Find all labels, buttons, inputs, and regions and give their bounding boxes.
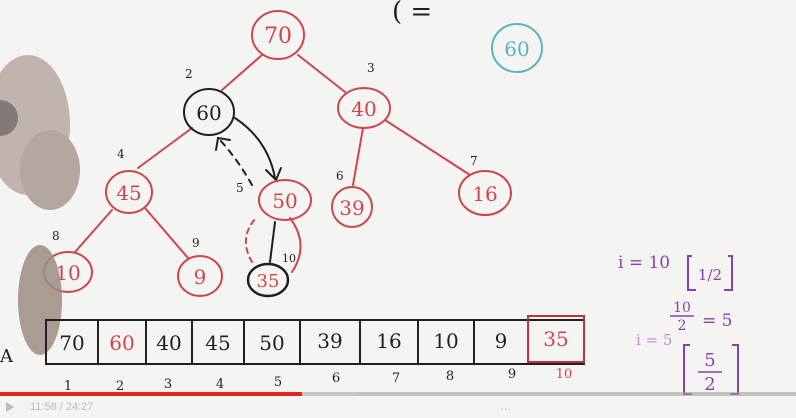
array-cell: 10 [433, 329, 458, 353]
tree-node-39: 39 6 [331, 169, 373, 228]
heap-array: A 70 60 40 45 50 39 16 10 9 35 1 2 3 4 5… [0, 315, 585, 394]
tree-node-70: 70 [251, 10, 305, 60]
video-controls: 11:58 / 24:27 … [0, 398, 796, 418]
node-index: 9 [192, 236, 200, 250]
node-value: 35 [257, 271, 280, 292]
note-line-1: i = 10 [618, 253, 670, 273]
array-index: 6 [332, 371, 340, 386]
inserted-value-circle: 60 [491, 23, 543, 73]
array-cell: 45 [205, 331, 230, 355]
node-value: 60 [196, 101, 221, 125]
tree-node-35: 35 10 [246, 252, 296, 298]
node-value: 16 [472, 182, 497, 206]
swap-arrow-right [289, 217, 302, 273]
tree-edges [74, 54, 471, 259]
note-result: = 5 [702, 311, 732, 331]
note-floor-1: 1/2 [698, 266, 722, 284]
edge-45-10 [74, 209, 113, 253]
edge-40-16 [384, 119, 471, 176]
inserted-value: 60 [504, 37, 529, 61]
swap-arrow-down-head [265, 167, 282, 182]
video-progress-fill [0, 392, 303, 396]
node-value: 70 [264, 24, 292, 49]
edge-40-39 [352, 127, 364, 186]
array-cell: 35 [543, 327, 568, 351]
index-notes: i = 10 1/2 10 2 = 5 i = 5 5 2 [618, 253, 739, 395]
note-fraction-den: 2 [678, 318, 687, 334]
node-index: 2 [185, 67, 193, 81]
tree-node-45: 45 4 [105, 147, 153, 214]
array-cell: 16 [376, 329, 401, 353]
swap-arrow-up-head [215, 136, 231, 151]
node-value: 50 [272, 189, 297, 213]
node-value: 9 [194, 265, 207, 289]
array-cell: 40 [156, 331, 181, 355]
array-index: 1 [64, 379, 72, 394]
node-value: 40 [351, 97, 376, 121]
edge-50-35 [269, 221, 276, 263]
array-index: 4 [216, 377, 224, 392]
tree-node-9: 9 9 [177, 236, 223, 297]
array-index: 8 [446, 369, 454, 384]
node-index: 8 [52, 229, 60, 243]
array-cell: 39 [317, 329, 342, 353]
node-value: 45 [116, 181, 141, 205]
tree-node-40: 40 3 [337, 61, 391, 129]
swap-annotations [215, 117, 302, 273]
note-floor-den: 2 [704, 374, 715, 395]
array-index: 2 [116, 379, 124, 394]
next-indicator: … [500, 401, 511, 413]
video-time: 11:58 / 24:27 [30, 401, 94, 413]
node-index: 6 [336, 169, 344, 183]
presenter-hand [0, 55, 80, 355]
array-index: 5 [274, 375, 282, 390]
array-cell: 60 [109, 331, 134, 355]
array-index: 10 [556, 367, 573, 382]
tree-node-50: 50 5 [236, 179, 312, 221]
node-index: 4 [117, 147, 125, 161]
swap-arrow-up [219, 139, 253, 186]
node-value: 39 [339, 196, 364, 220]
edge-60-45 [137, 127, 193, 169]
array-cell: 50 [259, 331, 284, 355]
tree-nodes: 70 60 2 40 3 45 4 50 5 39 6 16 [43, 10, 512, 298]
array-index: 7 [392, 371, 400, 386]
node-index: 3 [367, 61, 375, 75]
node-index: 5 [236, 181, 244, 195]
note-floor-num: 5 [704, 350, 715, 371]
node-index: 10 [282, 252, 296, 265]
array-cell: 70 [59, 331, 84, 355]
array-cell: 9 [495, 329, 508, 353]
edge-45-9 [144, 207, 189, 259]
node-index: 7 [470, 154, 478, 168]
top-scribble: ( = [392, 0, 432, 27]
swap-arrow-left [245, 217, 257, 263]
array-row-label: A [0, 346, 14, 367]
edge-70-40 [297, 54, 346, 93]
array-index: 3 [164, 377, 172, 392]
play-icon[interactable] [6, 402, 14, 412]
tree-node-60: 60 2 [183, 67, 235, 136]
note-fraction-num: 10 [673, 300, 691, 316]
edge-70-60 [221, 54, 263, 91]
tree-node-16: 16 7 [458, 154, 512, 216]
swap-arrow-down [234, 117, 276, 179]
note-line-3: i = 5 [636, 331, 672, 349]
video-progress-bar[interactable] [0, 392, 796, 396]
array-index: 9 [508, 367, 516, 382]
